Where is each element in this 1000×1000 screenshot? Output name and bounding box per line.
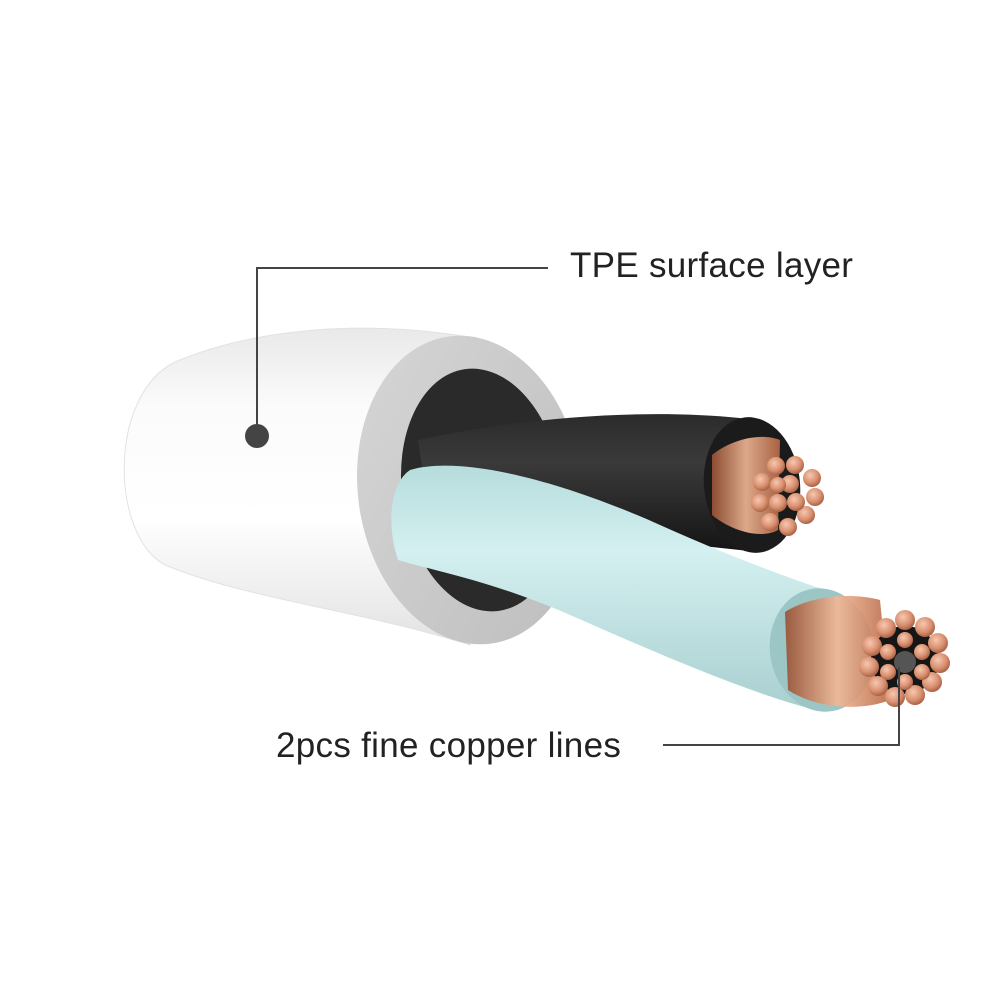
copper-lines-label: 2pcs fine copper lines: [276, 726, 622, 765]
black-wire: [418, 414, 824, 553]
blue-wire-copper-strands: [785, 596, 890, 707]
tpe-surface-layer-label: TPE surface layer: [570, 246, 854, 285]
callout-copper-lines-leader: [663, 667, 900, 746]
light-blue-wire: [391, 465, 950, 712]
black-wire-strand-ends: [751, 456, 824, 536]
callout-surface-layer-leader: [245, 267, 548, 448]
surface-layer-marker-dot: [245, 424, 269, 448]
blue-wire-strand-ends: [859, 610, 950, 707]
